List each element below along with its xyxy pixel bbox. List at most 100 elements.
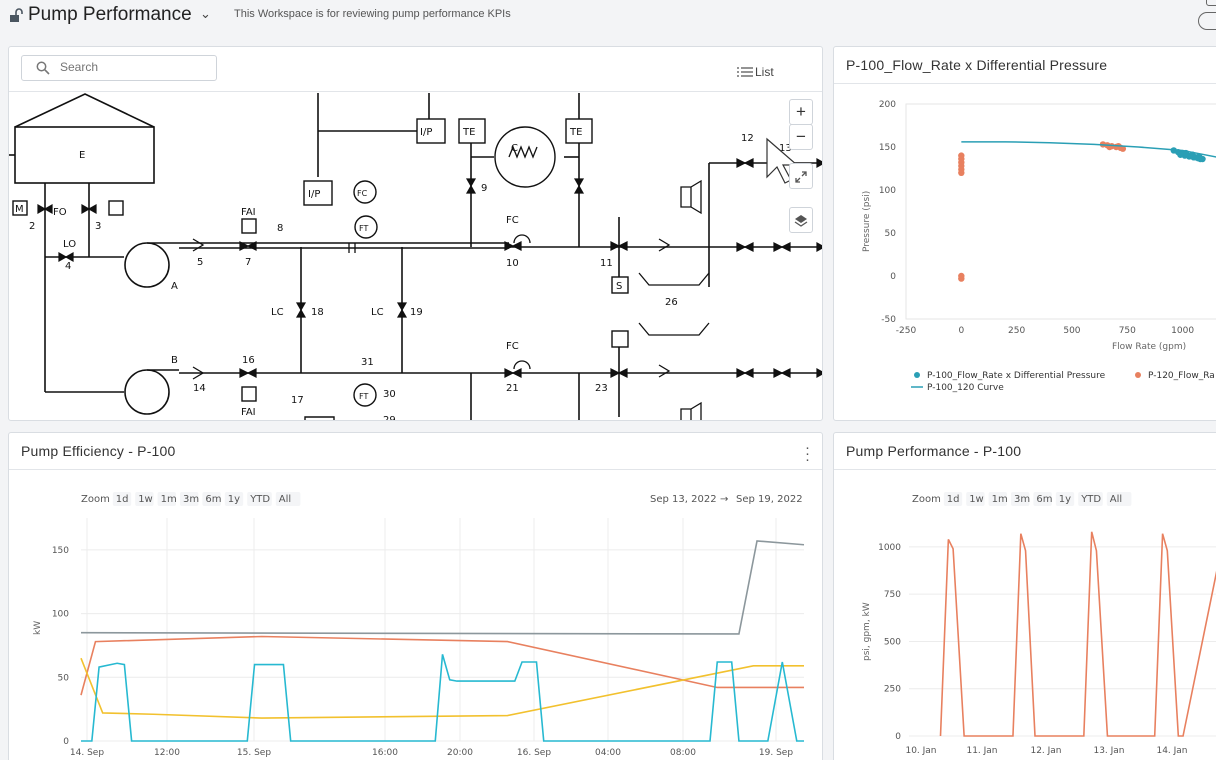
range-button-1m[interactable]: 1m [992, 494, 1008, 505]
scatter-point [958, 275, 965, 282]
x-tick-label: 16. Sep [517, 748, 551, 758]
pid-label-fc: FC [506, 341, 519, 352]
x-tick-label: 750 [1119, 326, 1136, 336]
date-range-to[interactable]: Sep 19, 2022 [736, 494, 803, 505]
scatter-chart[interactable]: Pressure (psi) Flow Rate (gpm) P-100_Flo… [834, 47, 1216, 421]
pid-num: 30 [383, 389, 396, 400]
legend-item-curve[interactable]: P-100_120 Curve [927, 383, 1004, 393]
fullscreen-button[interactable] [789, 163, 813, 189]
range-button-3m[interactable]: 3m [1014, 494, 1030, 505]
panel-title: Pump Efficiency - P-100 [21, 443, 176, 459]
pid-num: 4 [65, 261, 71, 272]
pid-label-s: S [616, 281, 622, 292]
range-button-bg [247, 492, 272, 506]
zoom-in-button[interactable]: + [789, 99, 813, 125]
range-button-1w[interactable]: 1w [138, 494, 153, 505]
pid-num: 12 [741, 133, 754, 144]
range-zoom-label: Zoom [912, 494, 941, 505]
y-tick-label: 0 [890, 272, 896, 282]
range-button-1y[interactable]: 1y [228, 494, 240, 505]
pump-performance-panel: Pump Performance - P-100 Zoom 1d 1w 1m 3m 6m 1… [833, 432, 1216, 760]
y-tick-label: 100 [52, 610, 69, 620]
range-button-bg [112, 492, 132, 506]
x-tick-label: 04:00 [595, 748, 621, 758]
y-tick-label: 150 [879, 143, 896, 153]
range-button-all[interactable]: All [1110, 494, 1122, 505]
unlock-icon[interactable] [8, 8, 24, 24]
y-axis-label: kW [33, 621, 43, 635]
y-tick-label: 50 [58, 673, 70, 683]
y-tick-label: 150 [52, 546, 69, 556]
y-tick-label: 200 [879, 100, 896, 110]
series-line [80, 540, 805, 635]
series-line [939, 531, 1216, 737]
search-box[interactable] [21, 55, 217, 81]
curve-line [961, 141, 1216, 158]
range-button-3m[interactable]: 3m [183, 494, 199, 505]
range-button-1y[interactable]: 1y [1059, 494, 1071, 505]
pid-label-fai: FAI [241, 407, 256, 418]
x-tick-label: 250 [1008, 326, 1025, 336]
search-input[interactable] [60, 60, 210, 74]
panel-title: Pump Performance - P-100 [846, 443, 1022, 459]
edit-mode-toggle[interactable] [1198, 12, 1216, 30]
series-line [80, 635, 804, 696]
pid-diagram-panel: List [8, 46, 823, 421]
range-button-6m[interactable]: 6m [1036, 494, 1052, 505]
x-axis-label: Flow Rate (gpm) [1112, 342, 1186, 352]
x-tick-label: 08:00 [670, 748, 696, 758]
chevron-down-icon[interactable]: ⌄ [200, 6, 211, 21]
y-tick-label: 750 [884, 590, 901, 600]
pid-num: 10 [506, 258, 519, 269]
date-range-arrow: → [720, 494, 728, 505]
range-button-bg [1055, 492, 1075, 506]
more-options-icon[interactable]: ··· [805, 439, 810, 468]
layers-button[interactable] [789, 207, 813, 233]
series-line [81, 654, 804, 742]
legend-marker-p100 [914, 372, 920, 378]
pid-tank-label: E [79, 150, 85, 161]
range-button-bg [180, 492, 199, 506]
range-button-1w[interactable]: 1w [969, 494, 984, 505]
range-button-bg [275, 492, 301, 506]
range-button-bg [1078, 492, 1103, 506]
pid-num: 21 [506, 383, 519, 394]
panel-title: P-100_Flow_Rate x Differential Pressure [846, 57, 1108, 73]
range-button-all[interactable]: All [279, 494, 291, 505]
range-button-bg [202, 492, 221, 506]
range-button-1d[interactable]: 1d [116, 494, 129, 505]
zoom-out-button[interactable]: − [789, 124, 813, 150]
range-button-bg [1106, 492, 1132, 506]
panel-divider [9, 91, 822, 92]
plot-frame [905, 103, 1216, 320]
list-label: List [755, 65, 774, 79]
panel-divider [834, 469, 1216, 470]
x-tick-label: 15. Sep [237, 748, 271, 758]
search-icon [36, 61, 50, 75]
pid-label-ft: FT [359, 392, 368, 401]
x-tick-label: 12:00 [154, 748, 180, 758]
range-button-6m[interactable]: 6m [205, 494, 221, 505]
pid-num: 5 [197, 257, 203, 268]
list-button[interactable]: List [737, 65, 774, 79]
range-button-ytd[interactable]: YTD [249, 494, 270, 505]
pid-label-fc: FC [357, 189, 368, 198]
range-button-1m[interactable]: 1m [161, 494, 177, 505]
window-control[interactable] [1206, 0, 1216, 6]
range-button-1d[interactable]: 1d [947, 494, 960, 505]
pid-diagram[interactable]: E I/P I/P TE TE C FC FT FT FC FC LC LC F… [9, 47, 823, 421]
legend-item-p120[interactable]: P-120_Flow_Ra [1148, 371, 1215, 381]
y-tick-label: 0 [63, 737, 69, 747]
y-tick-label: 250 [884, 685, 901, 695]
pid-num: 23 [595, 383, 608, 394]
x-tick-label: 16:00 [372, 748, 398, 758]
range-button-bg [1033, 492, 1052, 506]
range-button-ytd[interactable]: YTD [1080, 494, 1101, 505]
y-tick-label: 500 [884, 637, 901, 647]
date-range-from[interactable]: Sep 13, 2022 [650, 494, 717, 505]
pid-label-a: A [171, 281, 178, 292]
legend-item-p100[interactable]: P-100_Flow_Rate x Differential Pressure [927, 371, 1106, 381]
